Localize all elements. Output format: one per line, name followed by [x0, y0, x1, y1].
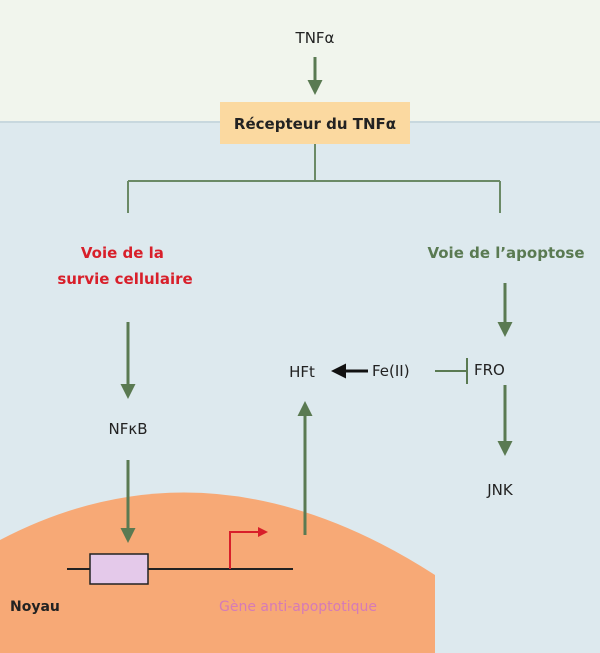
extracellular-area [0, 0, 600, 122]
survival-pathway-label: Voie de la survie cellulaire [57, 244, 192, 288]
noyau-label: Noyau [10, 599, 60, 615]
fro-label: FRO [474, 361, 505, 379]
receptor-label: Récepteur du TNFα [234, 115, 396, 133]
nfkb-label: NFκB [109, 420, 148, 438]
gene-label: Gène anti-apoptotique [219, 599, 377, 615]
gene-box [89, 553, 149, 585]
promoter-arrow [229, 527, 268, 569]
tnf-alpha-label: TNFα [295, 29, 335, 47]
fe-label: Fe(II) [372, 362, 410, 380]
apoptosis-pathway-label: Voie de l’apoptose [427, 244, 584, 262]
nucleus-bottom-strip [0, 625, 435, 653]
receptor-box [220, 102, 410, 144]
nucleus-shape [0, 492, 435, 653]
survival-pathway-line1: Voie de la [81, 244, 164, 262]
jnk-label: JNK [486, 481, 514, 499]
hft-label: HFt [289, 363, 315, 381]
survival-pathway-line2: survie cellulaire [57, 270, 192, 288]
